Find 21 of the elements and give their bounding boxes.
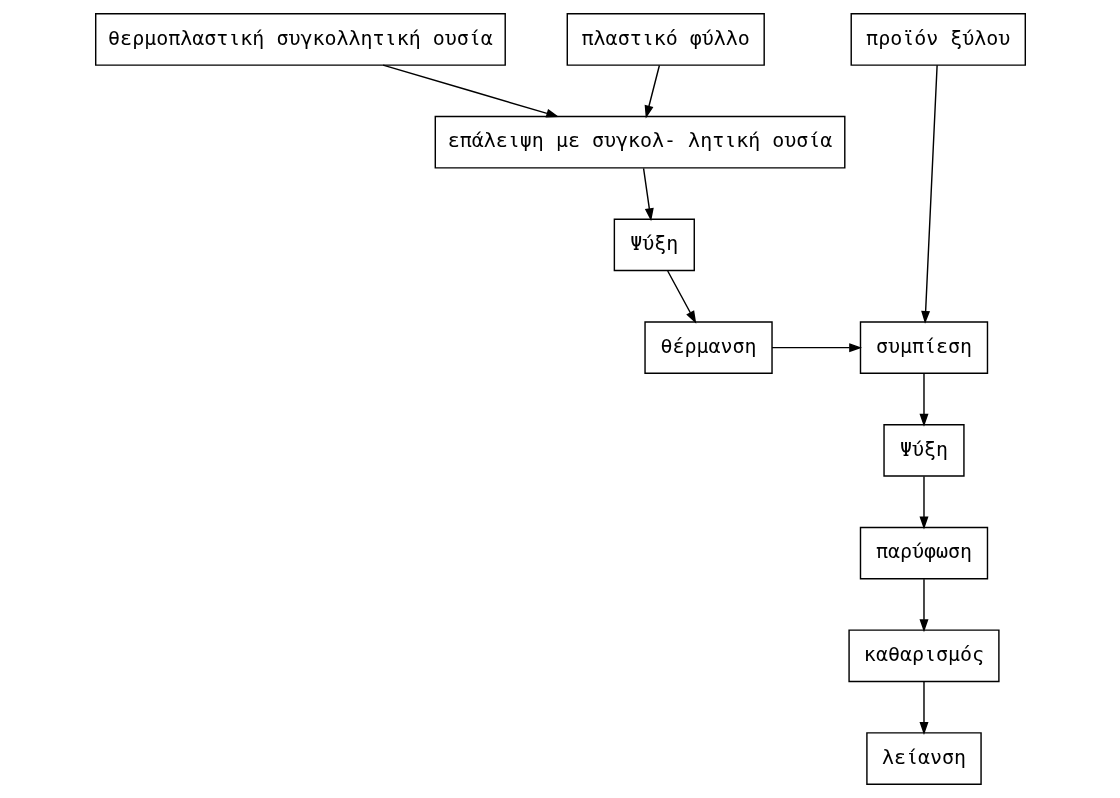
node-box: Ψύξη: [613, 218, 695, 272]
node-box: Ψύξη: [882, 423, 965, 477]
node-box: λείανση: [865, 732, 982, 785]
arrow: [642, 167, 654, 222]
node-box: πλαστικό φύλλο: [566, 13, 765, 66]
node-box: παρύφωση: [859, 526, 988, 580]
node-box: προϊόν ξύλου: [850, 13, 1026, 66]
node-box: συμπίεση: [859, 321, 988, 375]
node-box: επάλειψη με συγκολ- λητική ουσία: [434, 115, 845, 169]
node-box: θέρμανση: [643, 321, 773, 375]
arrow: [770, 343, 862, 353]
arrow: [644, 64, 660, 119]
arrow: [919, 681, 928, 735]
arrow: [919, 373, 928, 427]
arrow: [381, 64, 559, 118]
arrow: [919, 578, 928, 633]
arrow: [666, 270, 696, 324]
node-box: θερμοπλαστική συγκολλητική ουσία: [94, 13, 506, 66]
arrow: [919, 475, 928, 530]
arrow: [920, 64, 938, 324]
node-box: καθαρισμός: [847, 629, 1000, 683]
